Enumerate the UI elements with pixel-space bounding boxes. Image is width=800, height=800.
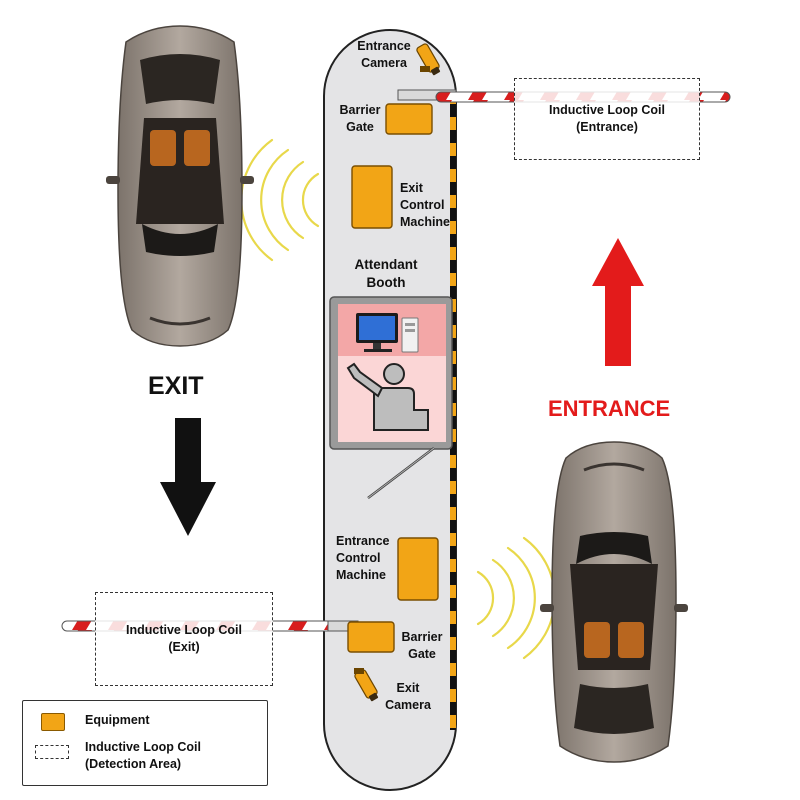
barrier-gate-bottom-label-line2: Gate [408, 647, 436, 661]
barrier-gate-top-label-line1: Barrier [339, 103, 381, 117]
attendant-booth-label-line1: Attendant [354, 257, 418, 272]
exit-loop-coil: Inductive Loop Coil (Exit) [95, 592, 273, 686]
attendant-booth-label: Attendant Booth [346, 256, 426, 292]
legend-equipment-label: Equipment [85, 713, 150, 727]
legend-loop-swatch [35, 745, 69, 759]
attendant-icon [346, 362, 429, 431]
exit-control-machine-box [351, 165, 393, 229]
barrier-gate-top-label-line2: Gate [346, 120, 374, 134]
exit-camera-label-line2: Camera [385, 698, 431, 712]
entrance-direction-label: ENTRANCE [548, 396, 671, 421]
car-icon [540, 441, 688, 763]
exit-loop-coil-line2: (Exit) [168, 640, 200, 654]
arrow-up-icon [592, 238, 644, 366]
entrance-camera [416, 43, 441, 76]
legend-loop-label-line1: Inductive Loop Coil [85, 740, 201, 754]
legend-loop-label-line2: (Detection Area) [85, 757, 182, 771]
barrier-gate-bottom-box [347, 621, 395, 653]
computer-icon [356, 313, 419, 353]
legend: Equipment Inductive Loop Coil (Detection… [22, 700, 268, 786]
entrance-control-machine-box [397, 537, 439, 601]
barrier-gate-bottom-label-line1: Barrier [401, 630, 443, 644]
entrance-control-machine-label-line2: Control [336, 551, 381, 565]
attendant-booth-label-line2: Booth [366, 275, 406, 290]
barrier-gate-bottom-label: Barrier Gate [396, 629, 448, 663]
entrance-control-machine-label-line3: Machine [336, 568, 387, 582]
barrier-gate-top-label: Barrier Gate [334, 102, 386, 136]
entrance-camera-label: Entrance Camera [354, 38, 414, 72]
entrance-loop-coil: Inductive Loop Coil (Entrance) [514, 78, 700, 160]
exit-camera-label-line1: Exit [396, 681, 420, 695]
exit-control-machine-label-line2: Control [400, 198, 445, 212]
exit-camera [354, 668, 379, 702]
car-icon [106, 25, 254, 347]
exit-control-machine-label: Exit Control Machine [400, 180, 456, 231]
sensor-wave-icon [476, 536, 556, 660]
entrance-control-machine-label: Entrance Control Machine [336, 533, 398, 584]
entrance-loop-coil-line2: (Entrance) [576, 120, 638, 134]
exit-control-machine-label-line3: Machine [400, 215, 451, 229]
barrier-gate-top-box [385, 103, 433, 135]
entrance-camera-label-line2: Camera [361, 56, 407, 70]
legend-equipment-swatch [41, 713, 65, 731]
attendant-booth [329, 296, 453, 499]
legend-loop-label: Inductive Loop Coil (Detection Area) [85, 739, 201, 773]
exit-loop-coil-line1: Inductive Loop Coil [126, 623, 242, 637]
entrance-loop-coil-line1: Inductive Loop Coil [549, 103, 665, 117]
exit-control-machine-label-line1: Exit [400, 181, 423, 195]
exit-direction-label: EXIT [148, 372, 204, 400]
sensor-wave-icon [240, 138, 320, 262]
entrance-camera-label-line1: Entrance [357, 39, 411, 53]
exit-camera-label: Exit Camera [378, 680, 438, 714]
arrow-down-icon [160, 418, 216, 536]
entrance-control-machine-label-line1: Entrance [336, 534, 390, 548]
